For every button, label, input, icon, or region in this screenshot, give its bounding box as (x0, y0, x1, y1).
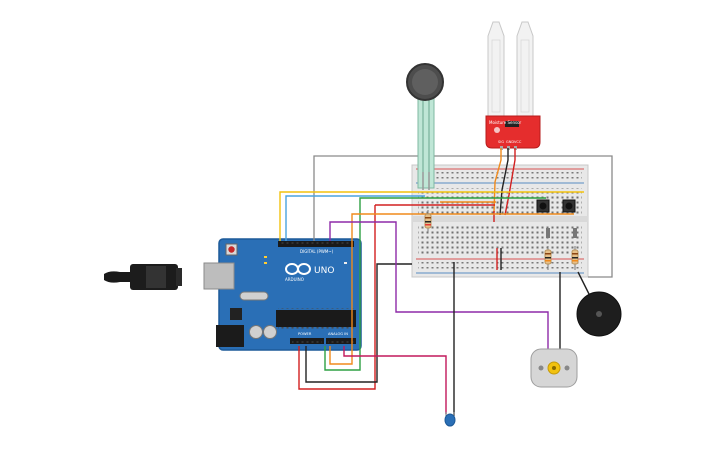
breadboard[interactable] (411, 164, 589, 278)
arduino-uno-board[interactable]: DIGITAL (PWM~) UNO ARDUINO POWER ANALOG … (203, 238, 362, 351)
pin-label-vcc: VCC (514, 140, 522, 144)
jumper-lead (546, 228, 550, 238)
wire-yellow[interactable] (279, 191, 584, 241)
force-sensor[interactable] (406, 63, 444, 190)
pin-label-gnd: GND (506, 140, 514, 144)
usb-port (203, 262, 235, 290)
arduino-logo (285, 263, 311, 275)
wire-red-sensor-vcc[interactable] (504, 148, 516, 216)
digital-label: DIGITAL (PWM~) (300, 249, 334, 254)
brand-label: ARDUINO (285, 277, 304, 282)
wire-green[interactable] (324, 197, 368, 371)
power-jack (216, 325, 244, 347)
wire-orange-analog[interactable] (329, 213, 356, 365)
resistor[interactable] (424, 210, 432, 232)
dc-motor[interactable] (530, 348, 578, 388)
sensor-chip (505, 121, 519, 127)
wire-black-sensor-gnd[interactable] (499, 148, 509, 216)
microcontroller-chip (276, 310, 356, 327)
pushbutton[interactable] (536, 199, 550, 213)
temperature-sensor[interactable] (444, 412, 456, 427)
pushbutton[interactable] (562, 199, 576, 213)
regulator-chip (230, 308, 242, 320)
wire-red-power[interactable] (298, 205, 376, 390)
pin-label-sig: SIG (498, 140, 504, 144)
wire-black-buzzer[interactable] (577, 271, 591, 297)
capacitor (263, 325, 277, 339)
wire-magenta[interactable] (343, 346, 447, 414)
model-label: UNO (314, 266, 334, 276)
analog-label: ANALOG IN (328, 332, 348, 336)
crystal-oscillator (239, 291, 269, 301)
wire-black-ground[interactable] (305, 263, 412, 383)
wire-blue[interactable] (285, 195, 425, 241)
resistor[interactable] (544, 246, 552, 270)
wire-purple-motor[interactable] (329, 221, 549, 360)
soil-moisture-sensor[interactable]: Moisture Sensor SIG GND VCC (485, 21, 541, 150)
moisture-module-label: Moisture Sensor (489, 120, 522, 125)
wire-gray[interactable] (313, 155, 613, 278)
wire-orange-sensor-signal[interactable] (493, 148, 502, 213)
capacitor (249, 325, 263, 339)
jumper-lead (573, 228, 577, 238)
resistor[interactable] (571, 246, 579, 270)
power-label: POWER (298, 332, 312, 336)
piezo-buzzer[interactable] (576, 291, 622, 337)
